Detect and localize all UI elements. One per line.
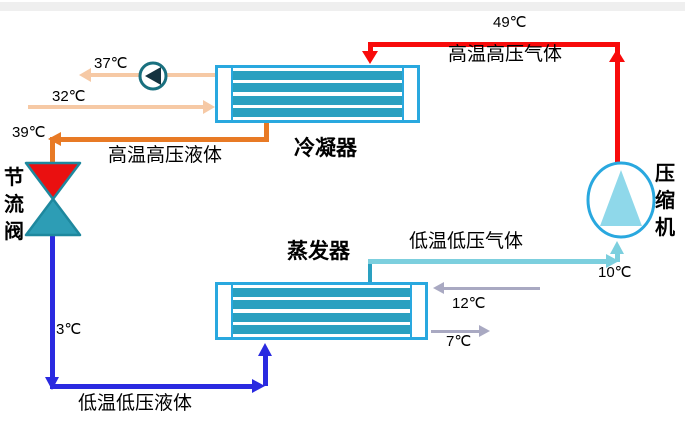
condenser-tubes <box>233 68 402 120</box>
red-pipe-down-arrow-icon <box>362 51 378 67</box>
compressor-icon <box>586 161 656 239</box>
evaporator-left-cap <box>218 285 233 337</box>
blue-pipe-up-arrow-icon <box>258 340 272 356</box>
air-out-right-arrow-icon <box>479 325 493 337</box>
label-hot-gas: 高温高压气体 <box>448 44 563 65</box>
cyan-pipe-vertical <box>615 250 620 262</box>
red-pipe-horizontal <box>368 42 618 47</box>
orange-pipe-down-stub <box>264 123 269 139</box>
label-condenser: 冷凝器 <box>294 137 357 160</box>
throttle-valve-icon <box>24 161 82 237</box>
temp-49: 49℃ <box>493 14 527 31</box>
evaporator-tube <box>233 288 410 298</box>
evaporator-right-cap <box>410 285 425 337</box>
label-evaporator: 蒸发器 <box>287 240 350 263</box>
cyan-pipe-up-arrow-icon <box>610 238 624 254</box>
orange-pipe-vertical <box>50 139 55 163</box>
temp-7: 7℃ <box>446 333 472 350</box>
condenser-tube <box>233 107 402 117</box>
temp-3: 3℃ <box>56 321 82 338</box>
cyan-pipe-evaporator-stub <box>368 262 372 282</box>
temp-37: 37℃ <box>94 55 128 72</box>
water-out-left-arrow-icon <box>76 68 91 82</box>
water-in-right-arrow-icon <box>203 100 218 114</box>
blue-pipe-up-segment <box>263 352 268 386</box>
temp-39: 39℃ <box>12 124 46 141</box>
condenser-tube <box>233 95 402 105</box>
condenser-tube <box>233 71 402 81</box>
condenser-tube <box>233 83 402 93</box>
temp-10: 10℃ <box>598 264 632 281</box>
air-in-left-arrow-icon <box>430 282 444 294</box>
orange-pipe-horizontal <box>50 137 269 142</box>
red-pipe-down-stub <box>368 42 373 54</box>
condenser-right-cap <box>402 68 417 120</box>
blue-pipe-vertical <box>50 234 55 377</box>
label-cold-liquid: 低温低压液体 <box>78 393 193 414</box>
air-in-line <box>440 287 540 290</box>
top-border-band <box>0 2 685 11</box>
evaporator-tubes <box>233 285 410 337</box>
pump-icon <box>138 61 168 91</box>
cyan-pipe-horizontal <box>368 259 606 264</box>
blue-pipe-horizontal <box>50 384 252 389</box>
label-cold-gas: 低温低压气体 <box>409 231 524 252</box>
red-pipe-vertical <box>615 42 620 165</box>
air-out-line <box>431 330 479 333</box>
red-pipe-up-arrow-icon <box>609 46 625 62</box>
evaporator-unit <box>215 282 428 340</box>
temp-12: 12℃ <box>452 295 486 312</box>
temp-32: 32℃ <box>52 88 86 105</box>
condenser-left-cap <box>218 68 233 120</box>
blue-pipe-right-arrow-icon <box>252 379 268 393</box>
evaporator-tube <box>233 300 410 310</box>
label-hot-liquid: 高温高压液体 <box>108 145 223 166</box>
label-compressor: 压缩机 <box>655 163 675 239</box>
water-in-line <box>28 105 203 109</box>
label-throttle-valve: 节流阀 <box>4 167 24 243</box>
evaporator-tube <box>233 324 410 334</box>
condenser-unit <box>215 65 420 123</box>
evaporator-tube <box>233 312 410 322</box>
